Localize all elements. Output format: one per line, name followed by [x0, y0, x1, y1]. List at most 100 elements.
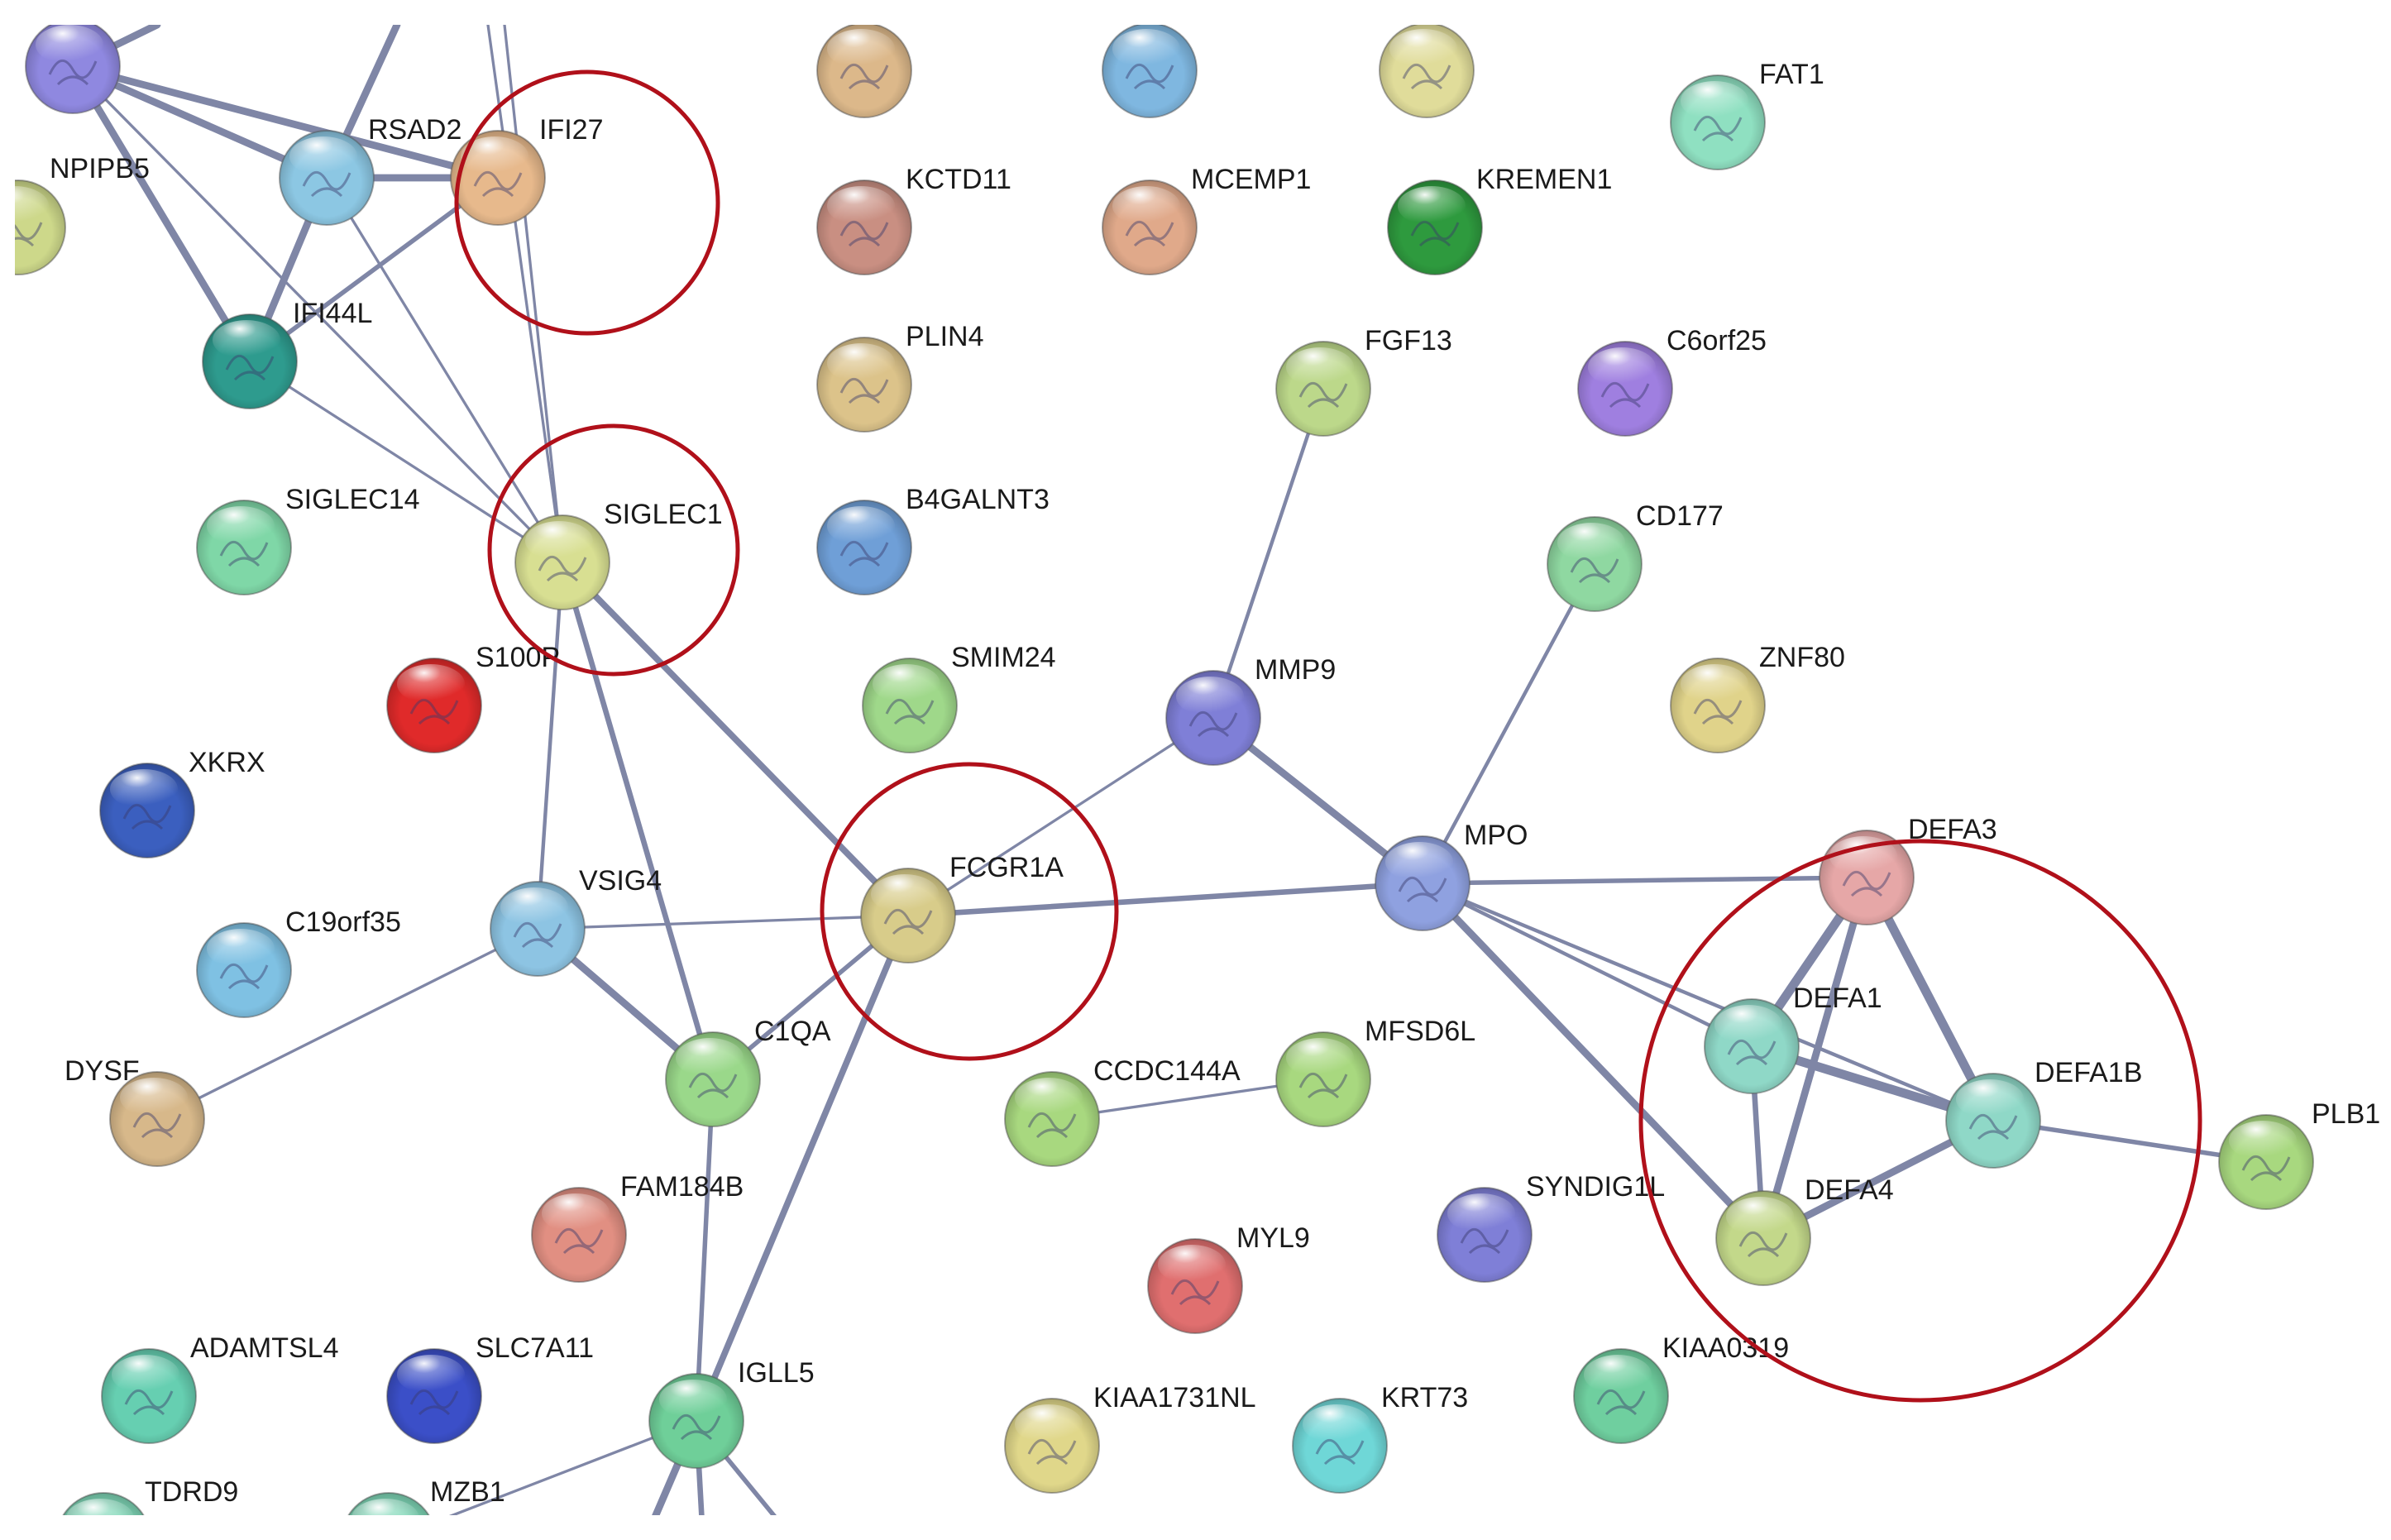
node-gloss [1014, 1404, 1083, 1444]
node-cd177[interactable]: CD177 [1547, 500, 1724, 612]
node-label: XKRX [189, 747, 265, 778]
node-defa1b[interactable]: DEFA1B [1945, 1057, 2142, 1169]
node-label: DEFA1 [1793, 983, 1882, 1014]
edge-n-tl-ifi44l [69, 62, 254, 366]
node-vsig4[interactable]: VSIG4 [490, 865, 662, 977]
node-gloss [351, 1499, 419, 1515]
node-defa3[interactable]: DEFA3 [1819, 814, 1997, 925]
node-fcgr1a[interactable]: FCGR1A [860, 852, 1064, 964]
node-label: PLIN4 [906, 321, 984, 352]
node-n-top2[interactable] [1102, 23, 1198, 118]
node-npipb5[interactable]: NPIPB5 [0, 153, 150, 275]
node-gloss [826, 186, 896, 226]
node-label: FCGR1A [949, 852, 1064, 883]
node-c19orf35[interactable]: C19orf35 [196, 906, 401, 1018]
node-label: FGF13 [1365, 325, 1452, 356]
node-gloss [1112, 186, 1181, 226]
node-label: IFI44L [293, 298, 372, 329]
node-mzb1[interactable]: MZB1 [342, 1476, 505, 1540]
node-label: SLC7A11 [476, 1332, 594, 1364]
node-gloss [541, 1193, 610, 1233]
node-label: SIGLEC14 [285, 484, 420, 515]
node-n-tl[interactable] [25, 19, 121, 114]
node-smim24[interactable]: SMIM24 [862, 642, 1056, 753]
node-label: DYSF [65, 1055, 140, 1087]
node-label: KRT73 [1381, 1382, 1468, 1413]
edge-mpo-defa3 [1420, 875, 1869, 886]
highlight-circle-fcgr1a [820, 762, 1119, 1061]
node-label: KCTD11 [906, 164, 1011, 195]
node-gloss [1587, 347, 1657, 387]
node-c1qa[interactable]: C1QA [665, 1016, 831, 1127]
node-gloss [460, 136, 529, 176]
node-gloss [1680, 664, 1749, 704]
node-label: MMP9 [1255, 654, 1336, 686]
edge-defa3-defa4 [1759, 873, 1871, 1242]
node-label: ADAMTSL4 [190, 1332, 339, 1364]
node-gloss [1014, 1078, 1083, 1117]
node-mpo[interactable]: MPO [1375, 820, 1528, 931]
edge-vsig4-fcgr1a [536, 914, 910, 930]
node-kiaa0319[interactable]: KIAA0319 [1573, 1332, 1789, 1444]
node-b4galnt3[interactable]: B4GALNT3 [816, 484, 1050, 595]
node-n-top1[interactable] [816, 23, 912, 118]
node-label: MYL9 [1236, 1222, 1310, 1254]
node-c6orf25[interactable]: C6orf25 [1577, 325, 1767, 437]
node-defa1[interactable]: DEFA1 [1704, 983, 1882, 1094]
node-label: FAT1 [1759, 59, 1824, 90]
node-gloss [1557, 523, 1626, 562]
node-defa4[interactable]: DEFA4 [1715, 1174, 1894, 1286]
node-label: ZNF80 [1759, 642, 1845, 673]
node-n-top3[interactable] [1379, 23, 1475, 118]
node-mcemp1[interactable]: MCEMP1 [1102, 164, 1311, 275]
node-adamtsl4[interactable]: ADAMTSL4 [101, 1332, 339, 1444]
node-label: KIAA1731NL [1093, 1382, 1256, 1413]
node-label: SMIM24 [951, 642, 1056, 673]
node-ifi44l[interactable]: IFI44L [202, 298, 372, 409]
node-syndig1l[interactable]: SYNDIG1L [1437, 1171, 1665, 1283]
node-mfsd6l[interactable]: MFSD6L [1275, 1016, 1475, 1127]
node-xkrx[interactable]: XKRX [99, 747, 265, 858]
node-myl9[interactable]: MYL9 [1147, 1222, 1310, 1334]
node-ifi27[interactable]: IFI27 [450, 114, 603, 226]
node-plb1[interactable]: PLB1 [2218, 1098, 2380, 1210]
edge-c1qa-igll5 [694, 1077, 715, 1423]
node-kiaa1731nl[interactable]: KIAA1731NL [1004, 1382, 1256, 1494]
node-gloss [1285, 347, 1355, 387]
node-igll5[interactable]: IGLL5 [648, 1357, 815, 1469]
node-slc7a11[interactable]: SLC7A11 [386, 1332, 594, 1444]
node-rsad2[interactable]: RSAD2 [279, 114, 461, 226]
node-znf80[interactable]: ZNF80 [1670, 642, 1845, 753]
node-ccdc144a[interactable]: CCDC144A [1004, 1055, 1241, 1167]
node-gloss [826, 29, 896, 69]
node-siglec14[interactable]: SIGLEC14 [196, 484, 420, 595]
node-siglec1[interactable]: SIGLEC1 [514, 499, 723, 610]
node-gloss [1389, 29, 1458, 69]
node-label: MCEMP1 [1191, 164, 1311, 195]
node-gloss [826, 343, 896, 383]
edge-siglec1-vsig4 [535, 560, 565, 931]
node-label: PLB1 [2312, 1098, 2380, 1130]
node-krt73[interactable]: KRT73 [1292, 1382, 1468, 1494]
edge-fcgr1a-mpo [905, 880, 1426, 919]
node-gloss [500, 887, 569, 927]
node-dysf[interactable]: DYSF [65, 1055, 205, 1167]
node-tdrd9[interactable]: TDRD9 [56, 1476, 238, 1540]
node-gloss [111, 1355, 180, 1394]
node-label: TDRD9 [145, 1476, 238, 1508]
node-fgf13[interactable]: FGF13 [1275, 325, 1452, 437]
node-label: RSAD2 [368, 114, 461, 146]
node-gloss [675, 1038, 744, 1078]
node-fam184b[interactable]: FAM184B [531, 1171, 744, 1283]
node-gloss [1112, 29, 1181, 69]
node-kctd11[interactable]: KCTD11 [816, 164, 1011, 275]
node-plin4[interactable]: PLIN4 [816, 321, 984, 433]
node-gloss [1583, 1355, 1652, 1394]
edge-fcgr1a-mmp9 [906, 716, 1215, 917]
node-s100p[interactable]: S100P [386, 642, 560, 753]
node-mmp9[interactable]: MMP9 [1165, 654, 1336, 766]
node-fat1[interactable]: FAT1 [1670, 59, 1824, 170]
node-kremen1[interactable]: KREMEN1 [1387, 164, 1612, 275]
node-label: MZB1 [430, 1476, 505, 1508]
